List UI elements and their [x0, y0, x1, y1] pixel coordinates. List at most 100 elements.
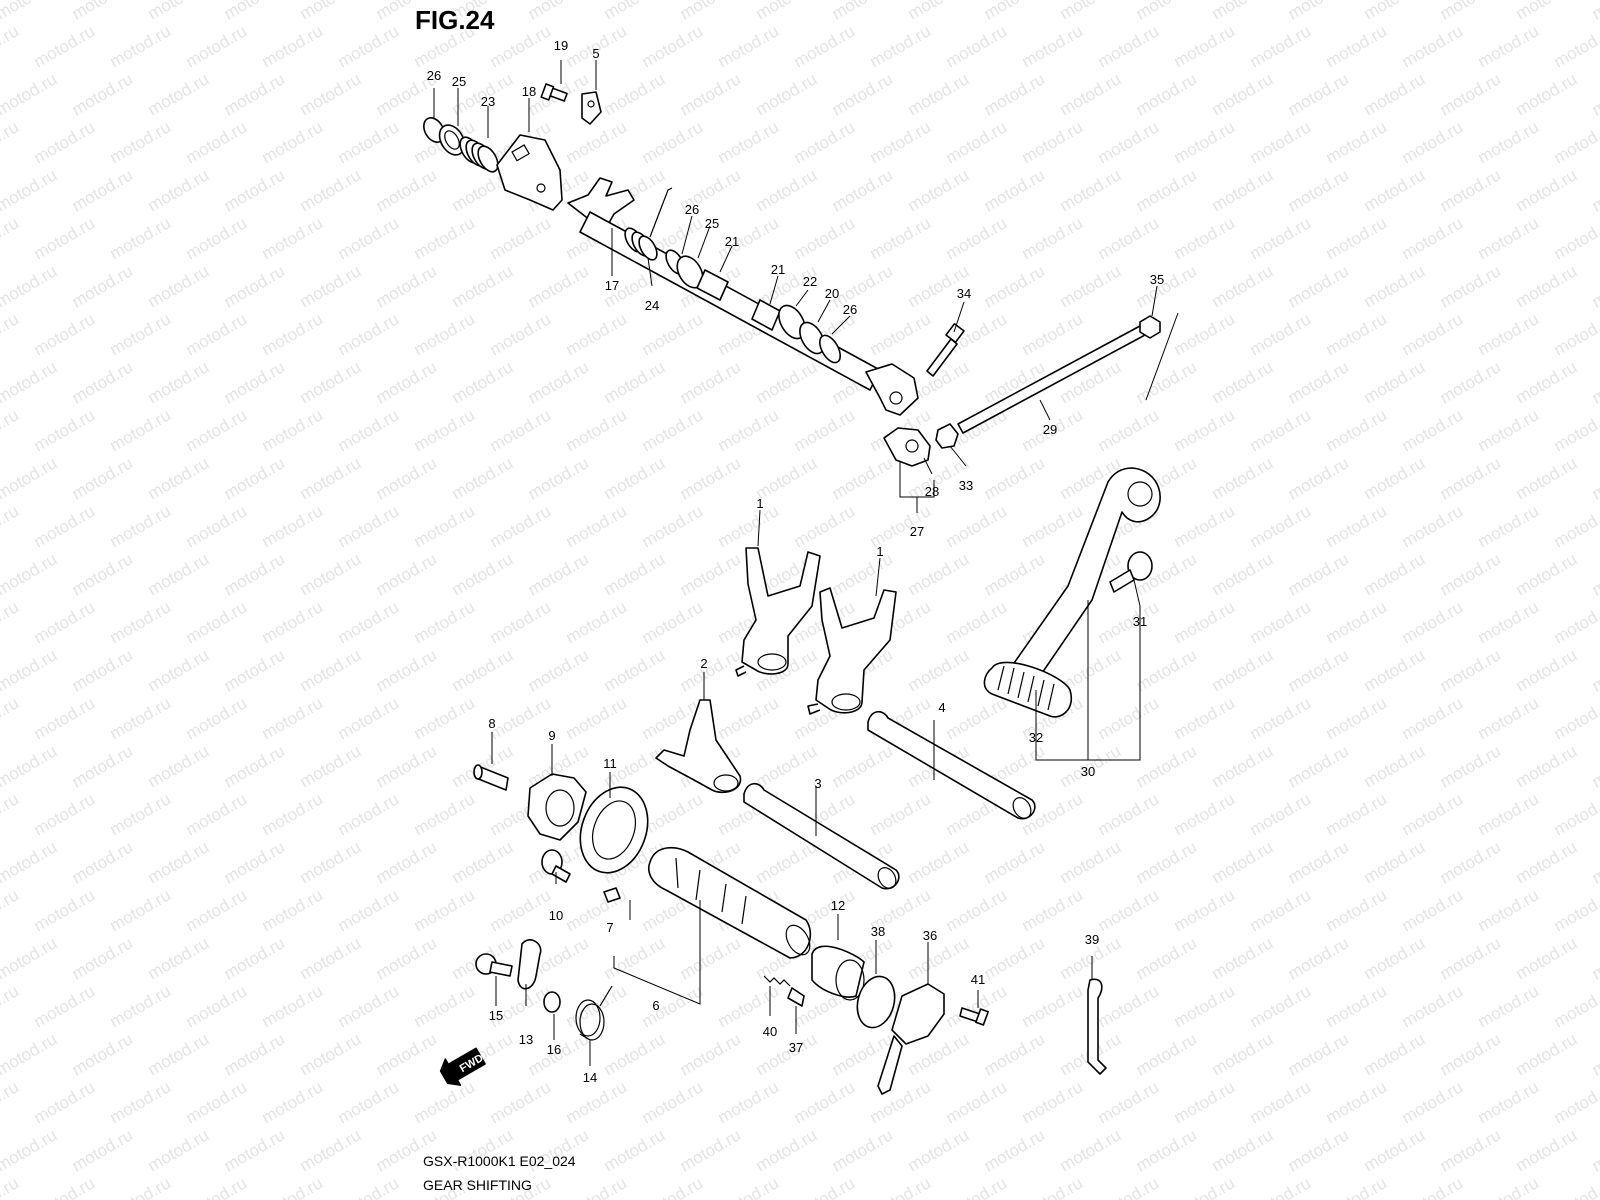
watermark-text: motod.ru [0, 741, 60, 791]
watermark-text: motod.ru [0, 165, 60, 215]
watermark-text: motod.ru [69, 1125, 137, 1175]
cam-9-drawing [527, 773, 587, 841]
watermark-text: motod.ru [1513, 69, 1581, 119]
watermark-text: motod.ru [905, 549, 973, 599]
watermark-text: motod.ru [1399, 213, 1467, 263]
watermark-text: motod.ru [0, 549, 60, 599]
callout-1-left: 1 [756, 496, 763, 511]
watermark-text: motod.ru [943, 693, 1011, 743]
watermark-text: motod.ru [259, 597, 327, 647]
watermark-text: motod.ru [183, 1173, 251, 1200]
watermark-text: motod.ru [1513, 741, 1581, 791]
watermark-text: motod.ru [1209, 645, 1277, 695]
watermark-text: motod.ru [1285, 741, 1353, 791]
watermark-text: motod.ru [0, 1029, 60, 1079]
callout-15: 15 [489, 1008, 503, 1023]
callout-5: 5 [592, 46, 599, 61]
watermark-text: motod.ru [677, 453, 745, 503]
watermark-text: motod.ru [981, 1029, 1049, 1079]
watermark-text: motod.ru [905, 0, 973, 23]
watermark-text: motod.ru [1475, 309, 1543, 359]
watermark-text: motod.ru [1209, 165, 1277, 215]
watermark-text: motod.ru [905, 933, 973, 983]
watermark-text: motod.ru [1437, 1029, 1505, 1079]
watermark-text: motod.ru [411, 789, 479, 839]
watermark-text: motod.ru [1247, 597, 1315, 647]
watermark-text: motod.ru [145, 69, 213, 119]
watermark-text: motod.ru [487, 309, 555, 359]
shift-forks [655, 547, 1036, 890]
watermark-text: motod.ru [1437, 357, 1505, 407]
watermark-text: motod.ru [829, 165, 897, 215]
watermark-text: motod.ru [335, 117, 403, 167]
watermark-text: motod.ru [1209, 549, 1277, 599]
watermark-text: motod.ru [0, 453, 60, 503]
watermark-text: motod.ru [1323, 117, 1391, 167]
watermark-text: motod.ru [1095, 1077, 1163, 1127]
watermark-text: motod.ru [1475, 789, 1543, 839]
callout-31: 31 [1133, 614, 1147, 629]
watermark-text: motod.ru [1551, 21, 1600, 71]
watermark-text: motod.ru [525, 549, 593, 599]
watermark-text: motod.ru [1551, 693, 1600, 743]
watermark-text: motod.ru [1285, 549, 1353, 599]
watermark-text: motod.ru [145, 357, 213, 407]
watermark-text: motod.ru [753, 69, 821, 119]
watermark-text: motod.ru [867, 21, 935, 71]
watermark-text: motod.ru [1209, 741, 1277, 791]
watermark-text: motod.ru [1133, 933, 1201, 983]
watermark-text: motod.ru [981, 261, 1049, 311]
watermark-text: motod.ru [677, 0, 745, 23]
callout-34: 34 [957, 286, 971, 301]
watermark-text: motod.ru [373, 933, 441, 983]
watermark-text: motod.ru [791, 1077, 859, 1127]
shift-shaft-assembly [423, 83, 965, 416]
pawl-13-drawing [517, 939, 542, 990]
watermark-text: motod.ru [753, 357, 821, 407]
watermark-text: motod.ru [221, 1125, 289, 1175]
callout-numbers: 26 25 23 18 19 5 17 24 26 25 21 21 22 20… [427, 38, 1164, 1085]
watermark-text: motod.ru [1247, 405, 1315, 455]
watermark-text: motod.ru [1095, 693, 1163, 743]
watermark-text: motod.ru [1361, 165, 1429, 215]
watermark-text: motod.ru [563, 885, 631, 935]
watermark-text: motod.ru [1171, 309, 1239, 359]
watermark-text: motod.ru [1551, 501, 1600, 551]
watermark-text: motod.ru [1095, 405, 1163, 455]
watermark-text: motod.ru [981, 0, 1049, 23]
watermark-text: motod.ru [31, 309, 99, 359]
watermark-text: motod.ru [563, 405, 631, 455]
watermark-text: motod.ru [715, 1173, 783, 1200]
watermark-text: motod.ru [145, 1125, 213, 1175]
shift-drum-assembly [473, 764, 1107, 1095]
callout-21-a: 21 [725, 234, 739, 249]
watermark-text: motod.ru [1095, 885, 1163, 935]
watermark-text: motod.ru [791, 117, 859, 167]
watermark-text: motod.ru [1475, 21, 1543, 71]
watermark-text: motod.ru [259, 693, 327, 743]
watermark-text: motod.ru [31, 213, 99, 263]
watermark-text: motod.ru [183, 693, 251, 743]
watermark-text: motod.ru [1133, 357, 1201, 407]
watermark-text: motod.ru [1285, 933, 1353, 983]
watermark-text: motod.ru [1019, 1173, 1087, 1200]
callout-41: 41 [971, 972, 985, 987]
watermark-text: motod.ru [1361, 0, 1429, 23]
watermark-text: motod.ru [1285, 645, 1353, 695]
watermark-text: motod.ru [449, 549, 517, 599]
watermark-text: motod.ru [1171, 1077, 1239, 1127]
watermark-text: motod.ru [867, 1173, 935, 1200]
watermark-text: motod.ru [1133, 165, 1201, 215]
watermark-text: motod.ru [1551, 117, 1600, 167]
watermark-text: motod.ru [1361, 1029, 1429, 1079]
watermark-text: motod.ru [639, 597, 707, 647]
callout-9: 9 [548, 728, 555, 743]
watermark-text: motod.ru [183, 789, 251, 839]
watermark-text: motod.ru [715, 1077, 783, 1127]
watermark-text: motod.ru [1513, 1125, 1581, 1175]
watermark-text: motod.ru [1095, 789, 1163, 839]
watermark-text: motod.ru [1209, 261, 1277, 311]
watermark-text: motod.ru [791, 501, 859, 551]
watermark-text: motod.ru [1247, 789, 1315, 839]
watermark-text: motod.ru [1019, 1077, 1087, 1127]
